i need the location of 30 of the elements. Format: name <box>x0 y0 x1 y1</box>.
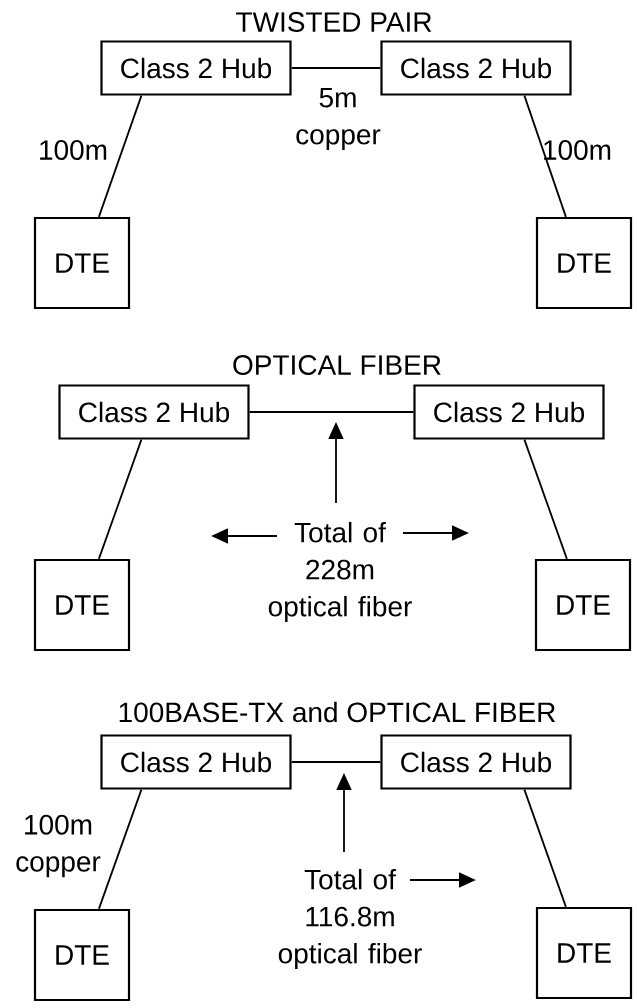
connector-line <box>290 67 382 69</box>
connector-line <box>98 94 143 218</box>
connector-line <box>98 438 143 560</box>
connector-line <box>98 788 143 910</box>
hub-box: Class 2 Hub <box>100 734 292 790</box>
edge-label: 100m copper <box>16 814 101 878</box>
annotation-text: Total of 116.8m optical fiber <box>268 866 432 972</box>
hub-box: Class 2 Hub <box>58 384 250 440</box>
annotation-text: Total of 228m optical fiber <box>258 519 422 625</box>
connector-line <box>523 438 568 560</box>
dte-box: DTE <box>33 216 131 310</box>
connector-line <box>523 94 567 218</box>
dte-box: DTE <box>33 908 131 1002</box>
connector-line <box>290 761 382 763</box>
hub-box: Class 2 Hub <box>380 40 572 96</box>
edge-label: 100m <box>40 140 107 160</box>
panel-title: 100BASE-TX and OPTICAL FIBER <box>119 701 556 723</box>
dte-box: DTE <box>535 906 633 1000</box>
connector-line <box>248 411 415 413</box>
dte-box: DTE <box>534 558 632 652</box>
edge-label: 100m <box>544 140 611 160</box>
edge-label: 5m copper <box>296 87 381 151</box>
connector-line <box>523 788 567 908</box>
dte-box: DTE <box>535 216 633 310</box>
hub-box: Class 2 Hub <box>413 384 605 440</box>
hub-box: Class 2 Hub <box>380 734 572 790</box>
dte-box: DTE <box>33 558 131 652</box>
hub-box: Class 2 Hub <box>100 40 292 96</box>
panel-title: OPTICAL FIBER <box>233 355 441 375</box>
panel-title: TWISTED PAIR <box>236 12 432 32</box>
